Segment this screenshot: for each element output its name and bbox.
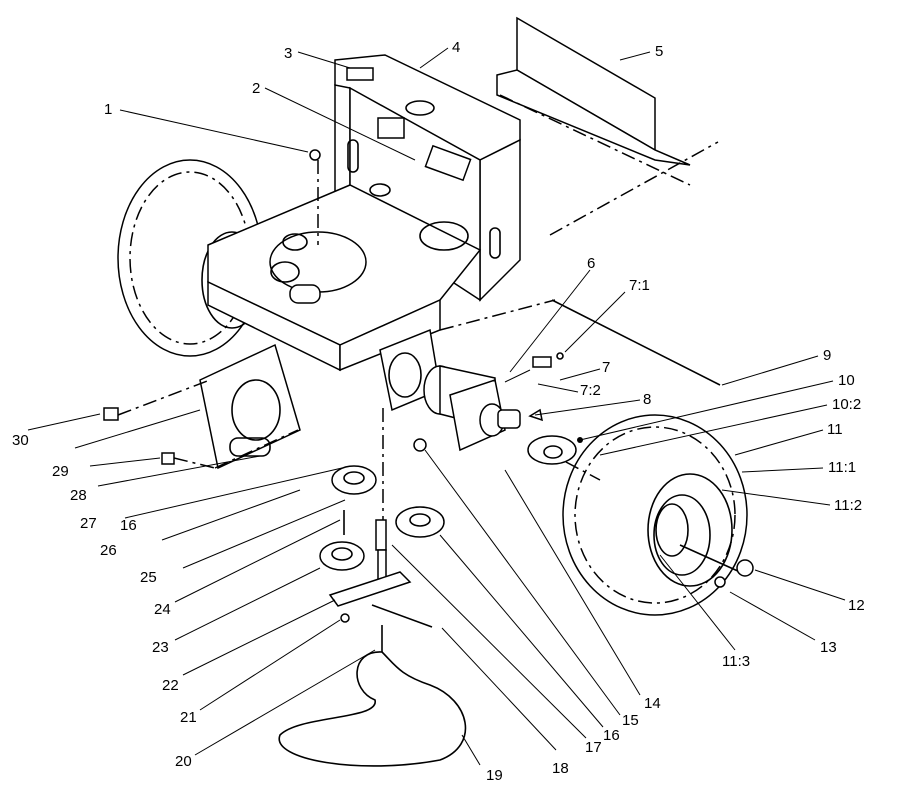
axle-rod bbox=[551, 299, 721, 386]
callout-7-1: 7:1 bbox=[629, 277, 650, 294]
callout-20: 20 bbox=[175, 753, 192, 770]
pulleys bbox=[319, 465, 445, 571]
callout-3: 3 bbox=[284, 45, 292, 62]
callout-15: 15 bbox=[622, 712, 639, 729]
callout-12: 12 bbox=[848, 597, 865, 614]
callout-25: 25 bbox=[140, 569, 157, 586]
callout-11-2: 11:2 bbox=[834, 497, 862, 514]
callout-labels: 1 2 3 4 5 6 7:1 7 7:2 8 9 10 10:2 11 11:… bbox=[12, 39, 865, 784]
upright-frame bbox=[334, 54, 521, 302]
callout-24: 24 bbox=[154, 601, 171, 618]
callout-7-2: 7:2 bbox=[580, 382, 601, 399]
callout-4: 4 bbox=[452, 39, 460, 56]
callout-10: 10 bbox=[838, 372, 855, 389]
callout-10-2: 10:2 bbox=[832, 396, 861, 413]
wheel-motor bbox=[423, 365, 521, 452]
callout-30: 30 bbox=[12, 432, 29, 449]
callout-18: 18 bbox=[552, 760, 569, 777]
callout-14: 14 bbox=[644, 695, 661, 712]
callout-11: 11 bbox=[827, 421, 843, 438]
callout-29: 29 bbox=[52, 463, 69, 480]
callout-7: 7 bbox=[602, 359, 610, 376]
callout-2: 2 bbox=[252, 80, 260, 97]
callout-8: 8 bbox=[643, 391, 651, 408]
callout-11-1: 11:1 bbox=[828, 459, 856, 476]
callout-27: 27 bbox=[80, 515, 97, 532]
leader-lines bbox=[27, 47, 846, 766]
callout-26: 26 bbox=[100, 542, 117, 559]
callout-23: 23 bbox=[152, 639, 169, 656]
callout-28: 28 bbox=[70, 487, 87, 504]
callout-6: 6 bbox=[587, 255, 595, 272]
base-frame bbox=[207, 183, 482, 372]
callout-11-3: 11:3 bbox=[722, 653, 750, 670]
assembly-lines bbox=[117, 141, 719, 520]
callout-5: 5 bbox=[655, 43, 663, 60]
callout-9: 9 bbox=[823, 347, 831, 364]
callout-13: 13 bbox=[820, 639, 837, 656]
callout-19: 19 bbox=[486, 767, 503, 784]
callout-1: 1 bbox=[104, 101, 112, 118]
right-tire bbox=[562, 414, 754, 616]
wheel-hub bbox=[527, 435, 583, 465]
callout-22: 22 bbox=[162, 677, 179, 694]
callout-16a: 16 bbox=[120, 517, 137, 534]
callout-21: 21 bbox=[180, 709, 197, 726]
idler-assembly bbox=[328, 510, 433, 652]
callout-17: 17 bbox=[585, 739, 602, 756]
callout-16b: 16 bbox=[603, 727, 620, 744]
rear-cover-panel bbox=[496, 16, 691, 186]
drive-belt bbox=[278, 651, 467, 767]
